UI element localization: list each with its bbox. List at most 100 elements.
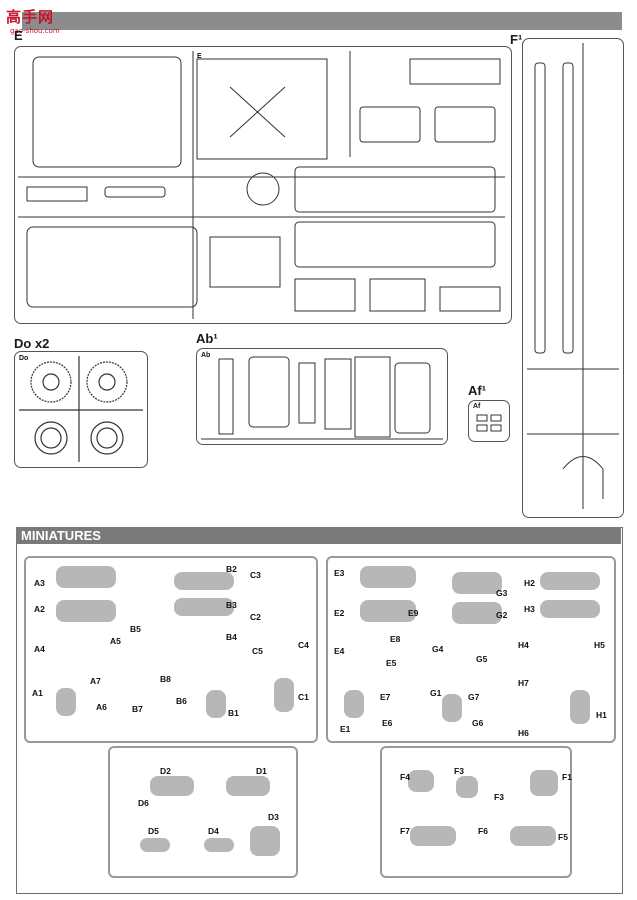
- part-label: G5: [476, 654, 488, 664]
- part-label: C3: [250, 570, 261, 580]
- part-label: A6: [96, 702, 107, 712]
- part-label: C1: [298, 692, 309, 702]
- part-label: B4: [226, 632, 237, 642]
- part-label: F5: [558, 832, 568, 842]
- part-label: F3: [494, 792, 504, 802]
- part-label: E3: [334, 568, 345, 578]
- part-label: E4: [334, 646, 345, 656]
- figure-part: [274, 678, 294, 712]
- part-label: D2: [160, 766, 171, 776]
- figure-part: [56, 600, 116, 622]
- part-label: B3: [226, 600, 237, 610]
- part-label: D4: [208, 826, 219, 836]
- figure-part: [174, 572, 234, 590]
- part-label: B7: [132, 704, 143, 714]
- sprue-e-inner-tag: E: [197, 53, 202, 60]
- figure-part: [408, 770, 434, 792]
- miniature-sprue-abc: A3 A2 A4 A5 B5 A1 A7 A6 B8 B7 B6 B2 B3 B…: [24, 556, 318, 743]
- miniatures-title: MINIATURES: [21, 528, 101, 543]
- figure-part: [56, 688, 76, 716]
- sprue-af-label: Af¹: [468, 383, 487, 398]
- part-label: E2: [334, 608, 345, 618]
- figure-part: [570, 690, 590, 724]
- figure-part: [174, 598, 234, 616]
- part-label: C2: [250, 612, 261, 622]
- figure-part: [56, 566, 116, 588]
- part-label: B6: [176, 696, 187, 706]
- sprue-af-frame: Af: [468, 400, 510, 442]
- sprue-f-drawing: [527, 43, 619, 509]
- sprue-do-inner-tag: Do: [19, 355, 29, 362]
- part-label: A1: [32, 688, 43, 698]
- part-label: B5: [130, 624, 141, 634]
- part-label: F6: [478, 826, 488, 836]
- miniatures-header: MINIATURES: [16, 527, 621, 544]
- part-label: D3: [268, 812, 279, 822]
- figure-part: [150, 776, 194, 796]
- sprue-e-drawing: [18, 51, 505, 319]
- part-label: D6: [138, 798, 149, 808]
- figure-part: [140, 838, 170, 852]
- sprue-f-frame: [522, 38, 624, 518]
- sprue-do-frame: Do: [14, 351, 148, 468]
- part-label: B8: [160, 674, 171, 684]
- figure-part: [206, 690, 226, 718]
- part-label: H1: [596, 710, 607, 720]
- part-label: A2: [34, 604, 45, 614]
- miniature-sprue-egh: E3 E2 E4 E9 E8 E5 E7 E1 E6 G3 G2 G4 G5 G…: [326, 556, 616, 743]
- figure-part: [344, 690, 364, 718]
- part-label: D1: [256, 766, 267, 776]
- part-label: D5: [148, 826, 159, 836]
- part-label: F3: [454, 766, 464, 776]
- part-label: G2: [496, 610, 508, 620]
- part-label: G7: [468, 692, 480, 702]
- sprue-ab-drawing: [201, 356, 443, 440]
- figure-part: [510, 826, 556, 846]
- part-label: H4: [518, 640, 529, 650]
- figure-part: [540, 600, 600, 618]
- figure-part: [530, 770, 558, 796]
- figure-part: [452, 602, 502, 624]
- figure-part: [410, 826, 456, 846]
- part-label: F7: [400, 826, 410, 836]
- sprue-af-inner-tag: Af: [473, 403, 481, 410]
- part-label: F1: [562, 772, 572, 782]
- part-label: H6: [518, 728, 529, 738]
- part-label: A7: [90, 676, 101, 686]
- figure-part: [226, 776, 270, 796]
- part-label: E8: [390, 634, 401, 644]
- figure-part: [360, 600, 416, 622]
- figure-part: [250, 826, 280, 856]
- part-label: B2: [226, 564, 237, 574]
- figure-part: [360, 566, 416, 588]
- part-label: A3: [34, 578, 45, 588]
- part-label: F4: [400, 772, 410, 782]
- figure-part: [204, 838, 234, 852]
- sprue-e-label: E: [14, 28, 23, 43]
- part-label: G3: [496, 588, 508, 598]
- figure-part: [442, 694, 462, 722]
- part-label: H3: [524, 604, 535, 614]
- sprue-ab-frame: Ab: [196, 348, 448, 445]
- part-label: G4: [432, 644, 444, 654]
- top-banner-bar: [22, 12, 622, 30]
- part-label: A5: [110, 636, 121, 646]
- part-label: E5: [386, 658, 397, 668]
- part-label: E7: [380, 692, 391, 702]
- part-label: H5: [594, 640, 605, 650]
- figure-part: [452, 572, 502, 594]
- part-label: B1: [228, 708, 239, 718]
- miniature-sprue-f: F4 F3 F1 F3 F7 F6 F5: [380, 746, 572, 878]
- part-label: E6: [382, 718, 393, 728]
- sprue-af-drawing: [476, 414, 502, 432]
- part-label: G1: [430, 688, 442, 698]
- part-label: H7: [518, 678, 529, 688]
- watermark-url: gao-shou.com: [10, 27, 60, 35]
- watermark-logo: 高手网: [6, 8, 55, 26]
- miniature-sprue-d: D2 D1 D6 D3 D5 D4: [108, 746, 298, 878]
- sprue-e-frame: E: [14, 46, 512, 324]
- sprue-do-label: Do x2: [14, 336, 50, 351]
- figure-part: [540, 572, 600, 590]
- sprue-f-label: F¹: [510, 32, 523, 47]
- sprue-ab-label: Ab¹: [196, 331, 218, 346]
